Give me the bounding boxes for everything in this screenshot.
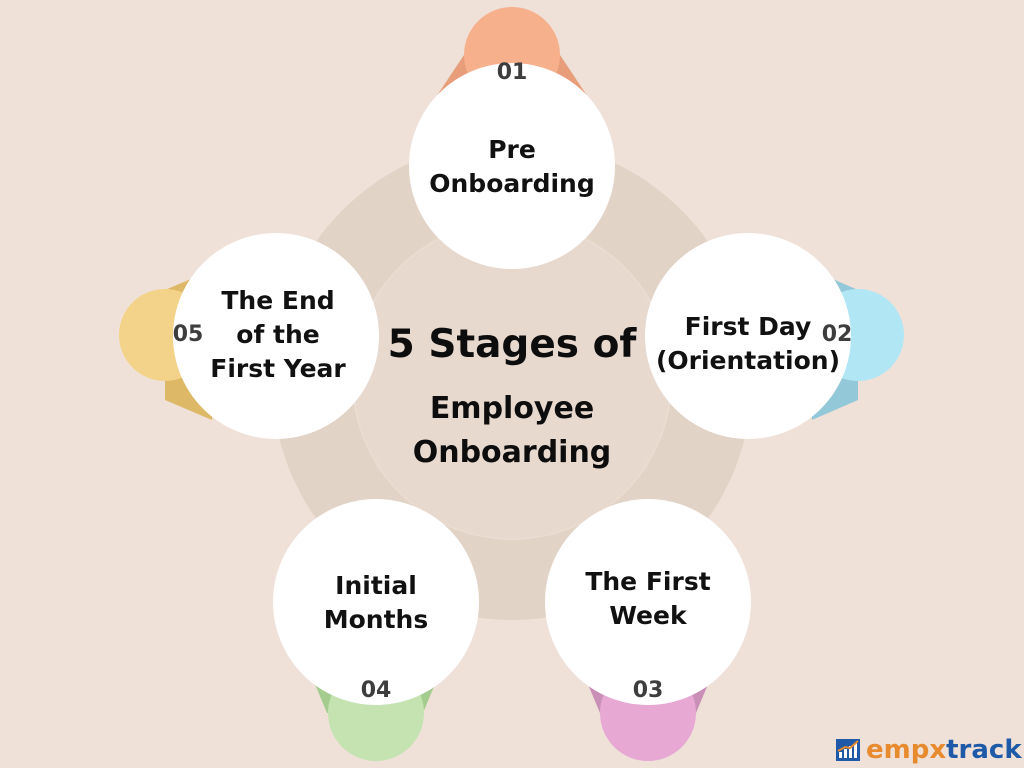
stage-04-label-line: Months [323, 605, 429, 634]
stage-05-label-line: The End [221, 286, 335, 315]
stage-01-circle [409, 63, 615, 269]
diagram-subtitle: Employee Onboarding [352, 387, 672, 475]
stage-04-circle [273, 499, 479, 705]
stage-04-label: Initial Months [276, 569, 476, 637]
stage-05-label-line: First Year [210, 354, 346, 383]
stage-05-label-line: of the [236, 320, 320, 349]
brand-name-part1: empx [866, 735, 947, 765]
diagram-subtitle-line: Onboarding [412, 435, 612, 470]
brand-logo: empxtrack [836, 734, 1022, 766]
stage-05-circle [173, 233, 379, 439]
stage-03-circle [545, 499, 751, 705]
stage-03-label: The First Week [548, 565, 748, 633]
stage-03-label-line: The First [585, 567, 711, 596]
stage-04-label-line: Initial [335, 571, 417, 600]
brand-name: empxtrack [866, 735, 1022, 765]
stage-01-label-line: Onboarding [429, 169, 595, 198]
stage-02-circle [645, 233, 851, 439]
stage-02-label-line: (Orientation) [655, 346, 841, 375]
stage-05-number: 05 [172, 322, 204, 347]
bar-chart-icon [836, 739, 860, 761]
brand-name-part2: track [946, 735, 1022, 765]
stage-01-label-line: Pre [488, 135, 536, 164]
diagram-title: 5 Stages of [387, 322, 637, 367]
connector-ring [272, 140, 752, 620]
stage-03-number: 03 [632, 678, 664, 703]
stage-02-label-line: First Day [684, 312, 812, 341]
stage-05-label: The End of the First Year [178, 284, 378, 386]
stage-03-label-line: Week [609, 601, 687, 630]
stage-02-label: First Day (Orientation) [648, 310, 848, 378]
center-disc [354, 222, 670, 538]
stage-01-number: 01 [496, 60, 528, 85]
stage-01-label: Pre Onboarding [412, 133, 612, 201]
diagram-subtitle-line: Employee [429, 391, 595, 426]
stage-02-number: 02 [821, 322, 853, 347]
stage-04-number: 04 [360, 678, 392, 703]
